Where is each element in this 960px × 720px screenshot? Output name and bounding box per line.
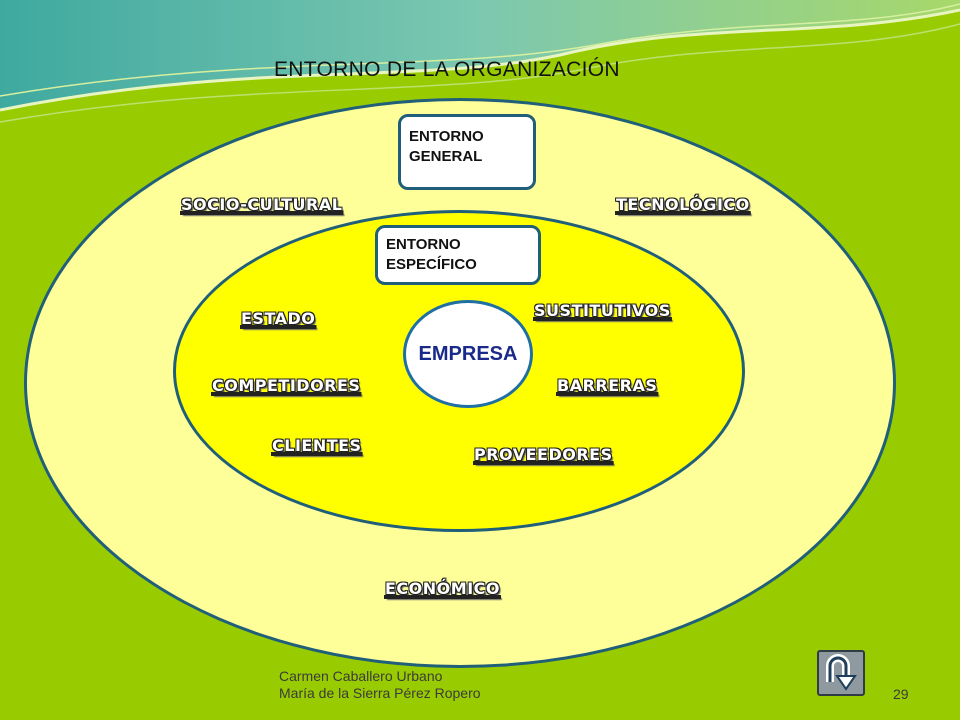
page-number: 29	[893, 686, 909, 702]
factor-socio-cultural[interactable]: SOCIO-CULTURAL	[181, 195, 343, 214]
slide-title: ENTORNO DE LA ORGANIZACIÓN	[274, 58, 620, 81]
company-core: EMPRESA	[403, 300, 533, 408]
factor-competidores[interactable]: COMPETIDORES	[212, 376, 361, 395]
back-button[interactable]	[817, 650, 865, 696]
factor-barreras[interactable]: BARRERAS	[557, 376, 658, 395]
factor-economico[interactable]: ECONÓMICO	[385, 579, 500, 598]
background-waves	[0, 0, 960, 123]
company-label: EMPRESA	[418, 342, 518, 365]
factor-tecnologico[interactable]: TECNOLÓGICO	[616, 195, 750, 214]
footer-authors: Carmen Caballero Urbano María de la Sier…	[279, 668, 481, 701]
general-environment-label: ENTORNO GENERAL	[398, 114, 536, 190]
factor-sustitutivos[interactable]: SUSTITUTIVOS	[534, 301, 671, 320]
factor-proveedores[interactable]: PROVEEDORES	[474, 445, 613, 464]
u-turn-back-icon	[826, 654, 857, 691]
factor-estado[interactable]: ESTADO	[241, 309, 316, 328]
factor-clientes[interactable]: CLIENTES	[272, 436, 362, 455]
specific-environment-label: ENTORNO ESPECÍFICO	[375, 225, 541, 285]
